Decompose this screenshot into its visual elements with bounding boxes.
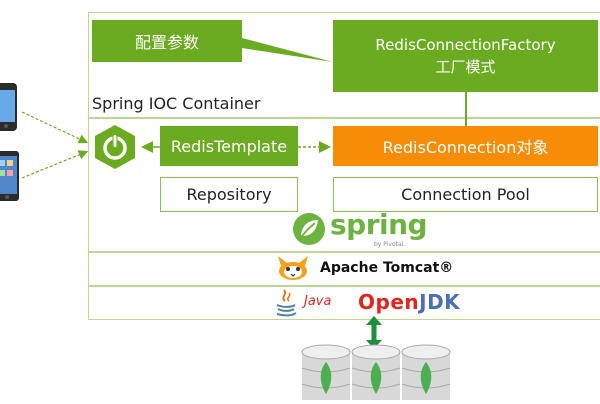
redis-connection-label: RedisConnection对象 xyxy=(382,138,549,157)
openjdk-logo: OpenJDK xyxy=(358,290,460,314)
phone-to-power-arrow xyxy=(21,111,89,144)
redis-template-box: RedisTemplate xyxy=(160,126,298,166)
mongodb-icon xyxy=(301,344,351,400)
tomcat-row xyxy=(88,252,600,286)
java-icon xyxy=(272,288,300,318)
upper-container xyxy=(88,12,600,118)
openjdk-open-text: Open xyxy=(358,290,420,314)
spring-logo: spring by Pivotal. xyxy=(292,208,428,252)
tomcat-label: Apache Tomcat® xyxy=(320,260,454,276)
redis-connection-box: RedisConnection对象 xyxy=(333,126,598,166)
spring-leaf-icon xyxy=(293,213,325,245)
repository-label: Repository xyxy=(186,185,272,204)
repository-box: Repository xyxy=(160,177,298,212)
openjdk-jdk-text: JDK xyxy=(419,290,461,314)
java-label: Java xyxy=(304,294,332,309)
power-icon xyxy=(92,124,138,170)
config-params-box: 配置参数 xyxy=(92,20,242,62)
spring-byline: by Pivotal. xyxy=(374,241,406,248)
database-group xyxy=(300,344,456,400)
spring-wordmark: spring xyxy=(330,208,428,241)
mongodb-icon xyxy=(351,344,401,400)
redis-template-label: RedisTemplate xyxy=(170,136,288,156)
config-params-label: 配置参数 xyxy=(134,33,199,52)
connection-pool-box: Connection Pool xyxy=(333,177,598,212)
tablet-to-power-arrow xyxy=(21,150,89,179)
connection-factory-box: RedisConnectionFactory 工厂模式 xyxy=(333,20,598,92)
connection-pool-label: Connection Pool xyxy=(401,185,530,204)
jvm-row xyxy=(88,286,600,320)
phone-icon xyxy=(0,82,18,132)
tablet-icon xyxy=(0,150,20,202)
mongodb-icon xyxy=(401,344,451,400)
container-title: Spring IOC Container xyxy=(92,94,261,113)
ioc-container xyxy=(88,118,600,252)
connection-factory-label: RedisConnectionFactory xyxy=(375,36,556,54)
tomcat-icon xyxy=(272,256,314,282)
factory-pattern-label: 工厂模式 xyxy=(435,58,496,76)
